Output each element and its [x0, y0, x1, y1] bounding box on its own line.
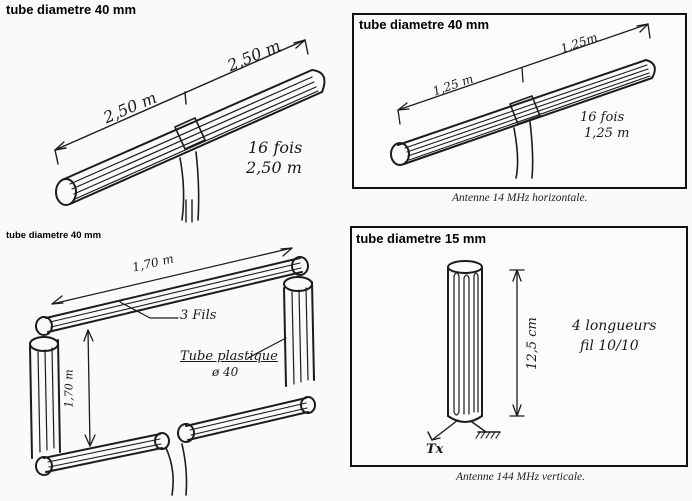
panel4-dim: 12,5 cm — [524, 317, 540, 370]
panel3-dim-side: 1,70 m — [62, 369, 76, 408]
panel4-title: tube diametre 15 mm — [356, 231, 487, 246]
panel-144mhz-frame — [350, 226, 688, 467]
panel2-note-line1: 16 fois — [580, 110, 625, 125]
loop-14mhz-drawing — [29, 247, 316, 496]
panel1-title: tube diametre 40 mm — [6, 2, 137, 17]
panel2-caption: Antenne 14 MHz horizontale. — [452, 192, 588, 204]
panel4-note-line2: fil 10/10 — [580, 338, 639, 354]
panel4-tx: Tx — [426, 442, 444, 457]
panel1-note-line2: 2,50 m — [246, 158, 302, 177]
panel3-tube-line1: Tube plastique — [180, 349, 278, 364]
panel4-note-line1: 4 longueurs — [572, 318, 657, 334]
panel2-title: tube diametre 40 mm — [359, 17, 490, 32]
panel2-note-line2: 1,25 m — [584, 126, 630, 141]
dipole-7mhz-drawing — [54, 39, 326, 223]
panel3-title: tube diametre 40 mm — [6, 230, 102, 241]
panel3-tube-line2: ø 40 — [212, 365, 239, 379]
vertical-144mhz-drawing — [427, 260, 525, 441]
panel4-caption: Antenne 144 MHz verticale. — [456, 471, 586, 483]
panel3-wires: 3 Fils — [180, 308, 217, 323]
dipole-14mhz-drawing — [390, 23, 656, 179]
panel1-note-line1: 16 fois — [248, 138, 303, 157]
